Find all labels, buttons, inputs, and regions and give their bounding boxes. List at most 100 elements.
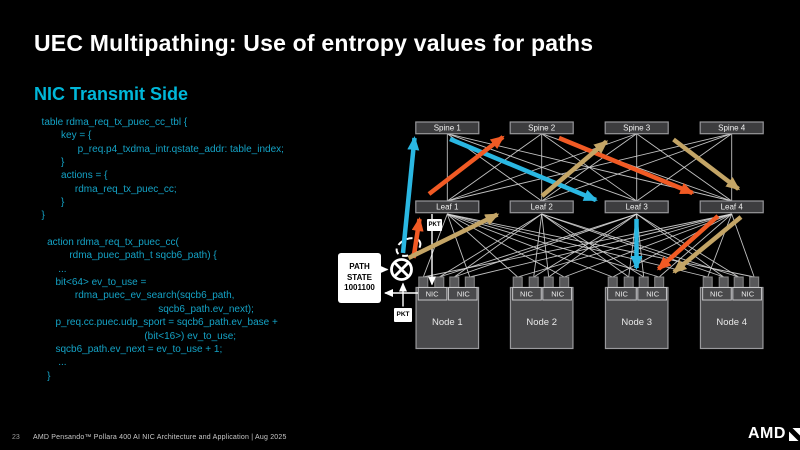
nic-port <box>449 276 460 288</box>
mesh-line <box>548 213 637 278</box>
mesh-line <box>446 213 519 278</box>
footer-text: AMD Pensando™ Pollara 400 AI NIC Archite… <box>33 434 287 441</box>
mesh-line <box>447 213 565 278</box>
nic-port <box>623 276 634 288</box>
path-state-line3: 1001100 <box>344 283 375 292</box>
spine-box <box>604 121 669 135</box>
orange-path-segment <box>657 214 720 271</box>
nic-label: NIC <box>457 289 471 298</box>
node-label: Node 2 <box>526 317 557 328</box>
nic-box <box>512 287 542 301</box>
leaf-box <box>699 200 764 214</box>
path-state-box: PATH STATE 1001100 <box>338 253 381 303</box>
node-label: Node 1 <box>432 317 463 328</box>
cyan-path-segment <box>449 136 598 203</box>
leaf-label: Leaf 3 <box>626 203 649 212</box>
nic-port <box>528 276 539 288</box>
nic-port <box>702 276 713 288</box>
mesh-line <box>636 213 724 278</box>
mesh-line <box>439 213 542 278</box>
mesh-line <box>517 213 732 278</box>
nic-port <box>543 276 554 288</box>
nic-port <box>434 276 445 288</box>
mesh-line <box>446 213 471 278</box>
nic-label: NIC <box>710 289 724 298</box>
mesh-line <box>423 213 732 278</box>
spine-box <box>415 121 480 135</box>
node-label: Node 3 <box>621 317 652 328</box>
mesh-line <box>469 213 732 278</box>
spine-label: Spine 2 <box>528 124 556 133</box>
nic-label: NIC <box>551 289 565 298</box>
path-selection-loop-icon <box>395 237 422 257</box>
nic-port <box>559 276 570 288</box>
mesh-line <box>447 213 613 278</box>
node-label: Node 4 <box>716 317 747 328</box>
amd-logo-text: AMD <box>748 425 786 442</box>
nic-box <box>417 287 448 301</box>
mesh-line <box>454 213 542 278</box>
packet-label-bottom: PKT <box>394 308 412 322</box>
page-number: 23 <box>12 434 20 441</box>
entropy-path-arrows <box>400 135 743 274</box>
nic-box <box>702 287 732 301</box>
mesh-line <box>564 213 732 278</box>
mesh-line <box>533 213 637 278</box>
nic-port <box>718 276 729 288</box>
nic-label: NIC <box>520 289 534 298</box>
tan-path-segment <box>672 215 743 274</box>
nic-box <box>732 287 762 301</box>
p4-code-block: table rdma_req_tx_puec_cc_tbl { key = { … <box>41 117 284 382</box>
nic-port <box>638 276 649 288</box>
mesh-line <box>707 213 733 278</box>
tan-path-segment <box>672 137 741 191</box>
nic-port <box>733 276 744 288</box>
nic-box <box>607 287 637 301</box>
nic-port <box>464 276 475 288</box>
section-subtitle: NIC Transmit Side <box>34 84 189 104</box>
nic-box <box>542 287 572 301</box>
nic-box <box>447 287 478 301</box>
mesh-line <box>447 213 660 278</box>
spine-box <box>699 121 764 135</box>
amd-arrow-icon <box>788 427 800 441</box>
nic-label: NIC <box>741 289 755 298</box>
spine-box <box>509 121 574 135</box>
entropy-mixer-symbol <box>390 258 413 281</box>
mesh-line <box>447 133 542 202</box>
orange-path-segment <box>558 135 695 196</box>
nic-port <box>607 276 618 288</box>
nic-label: NIC <box>426 289 440 298</box>
nic-box <box>637 287 667 301</box>
nic-label: NIC <box>615 289 629 298</box>
nic-port <box>512 276 523 288</box>
nic-port <box>749 276 760 288</box>
path-state-line1: PATH <box>349 262 370 271</box>
leaf-box <box>509 200 574 214</box>
leaf-label: Leaf 4 <box>721 203 744 212</box>
orange-path-segment <box>411 217 424 259</box>
mesh-line <box>439 213 637 278</box>
nic-port <box>418 276 429 288</box>
leaf-label: Leaf 1 <box>436 203 459 212</box>
mesh-line <box>731 213 755 278</box>
leaf-box <box>604 200 669 214</box>
tan-path-segment <box>407 212 500 261</box>
tan-path-segment <box>540 139 609 198</box>
page-title: UEC Multipathing: Use of entropy values … <box>34 30 594 56</box>
cyan-path-segment <box>400 136 420 254</box>
path-state-line2: STATE <box>346 272 373 282</box>
nic-port <box>654 276 665 288</box>
leaf-box <box>415 200 480 214</box>
leaf-label: Leaf 2 <box>531 203 554 212</box>
nic-label: NIC <box>646 289 660 298</box>
amd-logo: AMD <box>748 425 800 442</box>
spine-label: Spine 4 <box>718 124 746 133</box>
packet-label-top: PKT <box>427 219 442 231</box>
mesh-line <box>612 213 732 278</box>
orange-path-segment <box>427 135 505 196</box>
spine-label: Spine 3 <box>623 124 651 133</box>
